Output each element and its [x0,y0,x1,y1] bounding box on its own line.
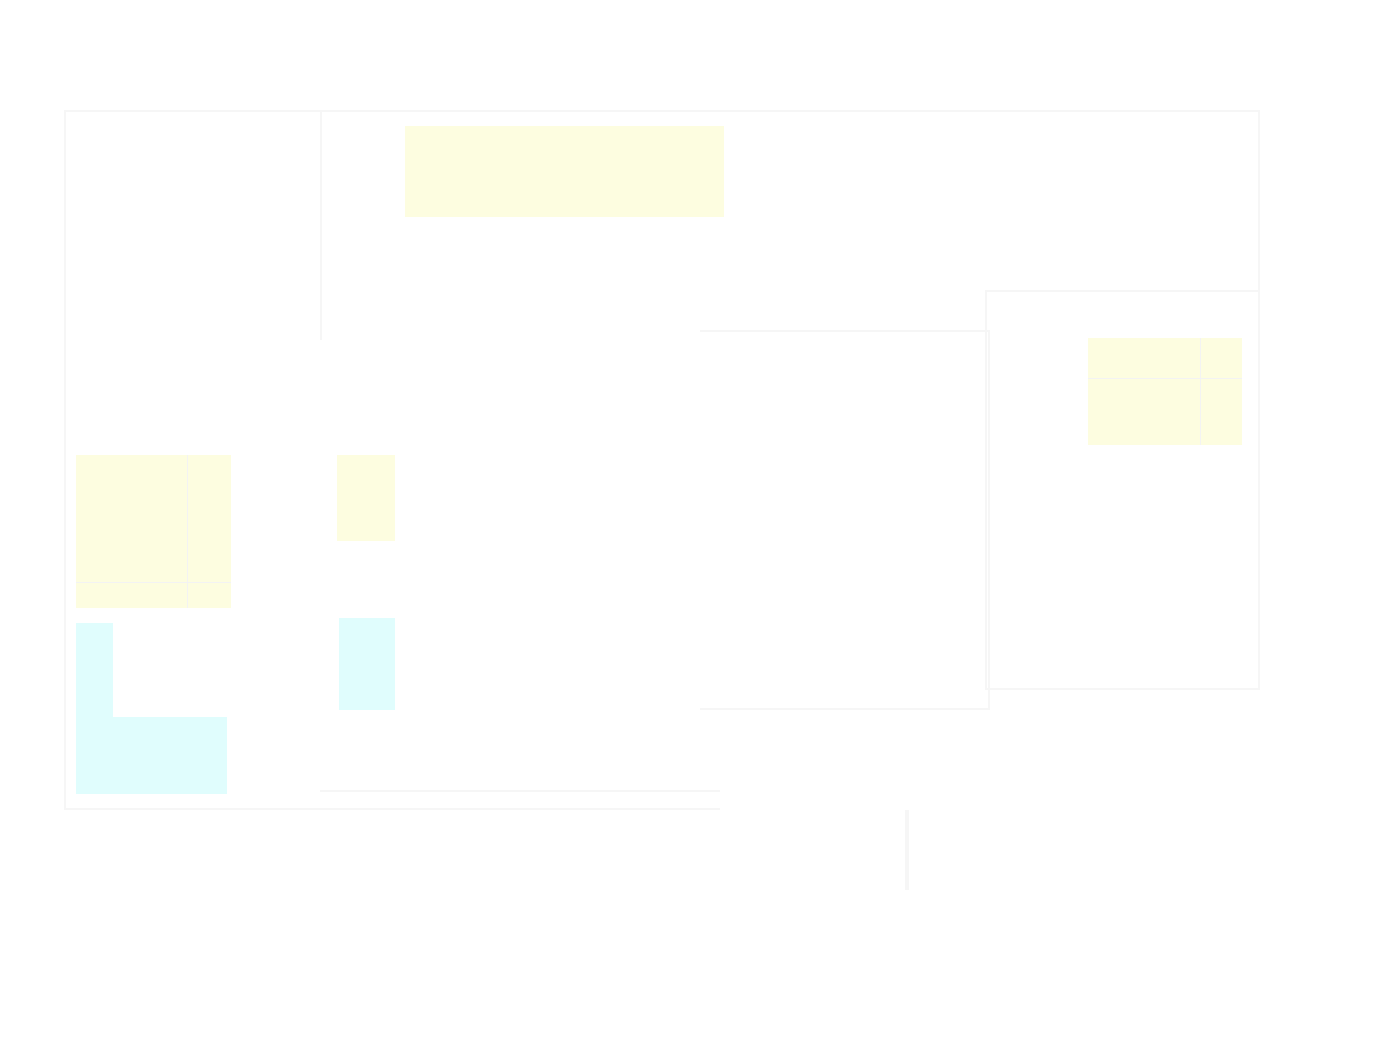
grid-line [187,455,188,608]
grid-line [1200,338,1201,445]
middle-yellow-square [337,455,395,541]
lower-right-stub-outline [905,810,909,890]
left-cyan-l-shape-horizontal [76,717,227,794]
grid-line [1088,378,1242,379]
left-yellow-square [76,455,231,608]
top-yellow-rectangle [405,126,724,217]
center-wall-outline [700,330,990,710]
left-wall-outline [64,110,404,810]
bottom-wall-outline [320,790,720,810]
right-wall-outline [985,290,1260,690]
middle-cyan-square [339,618,395,710]
top-wall-outline [320,110,1260,340]
grid-line [76,582,231,583]
right-yellow-rectangle [1088,338,1242,445]
